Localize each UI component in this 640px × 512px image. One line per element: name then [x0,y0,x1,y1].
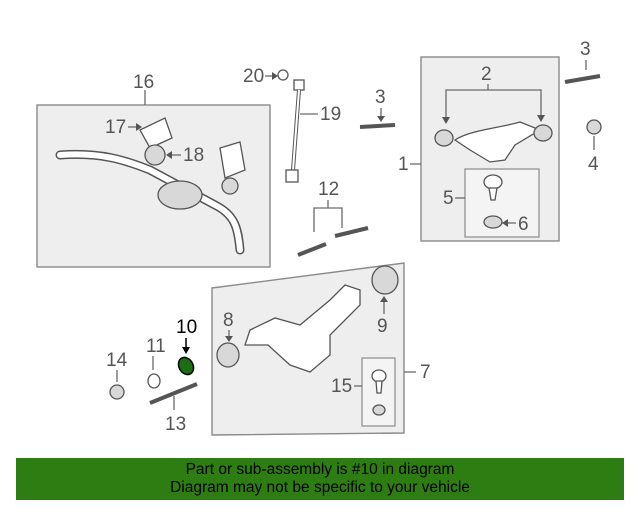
callout-11: 11 [146,336,166,357]
callout-9: 9 [377,316,388,337]
upper-control-arm [453,121,542,163]
link-bottom-joint [285,169,299,183]
lower-arm-group: 7 9 8 15 [211,262,431,436]
callout-16: 16 [133,72,154,93]
callout-10: 10 [176,317,197,338]
stabilizer-bracket [139,117,173,149]
info-banner: Part or sub-assembly is #10 in diagram D… [16,458,624,500]
lower-ball-joint-nut [372,404,386,416]
bolt-3-center-group: 3 [359,87,396,129]
upper-arm-group: 1 2 5 6 [398,56,560,242]
callout-7: 7 [420,362,431,383]
stabilizer-bushing-on-bar [157,180,203,210]
lower-control-arm [244,284,361,373]
bolt-12a [297,242,327,257]
nut-4 [586,119,602,135]
callout-4: 4 [588,154,599,175]
link-top-joint [293,79,305,91]
upper-ball-joint [483,174,503,190]
bolt-13 [149,382,198,405]
bolt-12b [334,226,369,238]
banner-line-1: Part or sub-assembly is #10 in diagram [185,461,455,478]
upper-arm-bushing-right [533,124,553,142]
diagram-canvas: 16 17 18 20 19 3 [36,39,602,436]
banner-line-2: Diagram may not be specific to your vehi… [170,479,470,496]
lower-ball-joint [371,369,387,383]
lower-hardware-group: 10 11 14 13 [106,317,198,435]
callout-15: 15 [331,376,352,397]
stabilizer-bracket-right [219,141,246,179]
callout-20: 20 [243,66,264,87]
callout-8: 8 [223,310,234,331]
callout-3-right: 3 [580,39,591,60]
callout-14: 14 [106,350,128,371]
callout-17: 17 [105,117,126,138]
callout-12: 12 [318,179,339,200]
callout-1: 1 [398,154,409,175]
link-nut [277,69,289,81]
callout-3-center: 3 [375,87,386,108]
highlighted-part-10[interactable] [175,355,196,378]
bolt-center [359,123,396,129]
nut-14 [109,384,125,400]
upper-arm-bushing-left [434,129,454,147]
callout-2: 2 [481,64,492,85]
lower-arm-bushing-8 [216,342,240,368]
lower-arm-bushing-9 [371,265,399,295]
callout-19: 19 [320,104,341,125]
ball-joint-nut [483,215,503,229]
callout-13: 13 [165,414,186,435]
stabilizer-link-group: 20 19 [243,66,341,183]
bolt-3-right-group: 3 4 [564,39,602,175]
washer-11 [147,373,161,389]
callout-6: 6 [518,214,529,235]
bolts-12-group: 12 [297,179,369,257]
stabilizer-bar-group: 16 17 18 [36,72,271,268]
bolt-right [564,74,601,84]
stabilizer-bushing [144,144,166,166]
callout-18: 18 [183,145,204,166]
callout-5: 5 [443,188,454,209]
stabilizer-bushing-right [221,177,239,195]
